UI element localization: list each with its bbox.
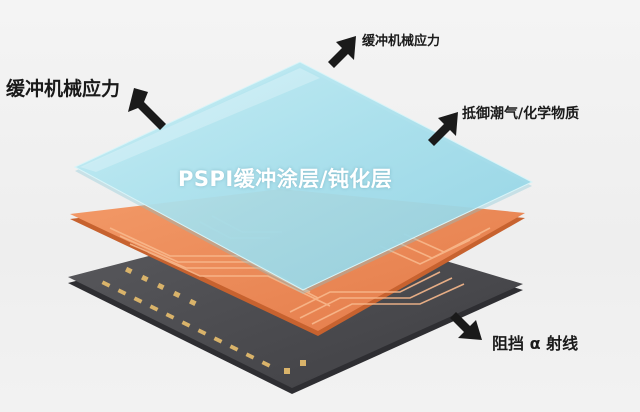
chip-pads <box>101 266 306 374</box>
arrow-up-left-icon <box>128 88 166 130</box>
arrow-right-middle-icon <box>428 112 458 146</box>
pspi-layer-label: PSPI缓冲涂层/钝化层 <box>178 167 393 191</box>
label-right-middle: 抵御潮气/化学物质 <box>462 106 580 122</box>
arrow-down-right-icon <box>450 312 482 340</box>
label-top-right: 缓冲机械应力 <box>362 34 441 49</box>
arrows <box>128 36 482 340</box>
arrow-up-right-icon <box>328 36 356 68</box>
label-bottom-right: 阻挡 α 射线 <box>492 334 579 353</box>
label-top-left: 缓冲机械应力 <box>6 78 121 100</box>
pspi-layer <box>73 61 534 294</box>
